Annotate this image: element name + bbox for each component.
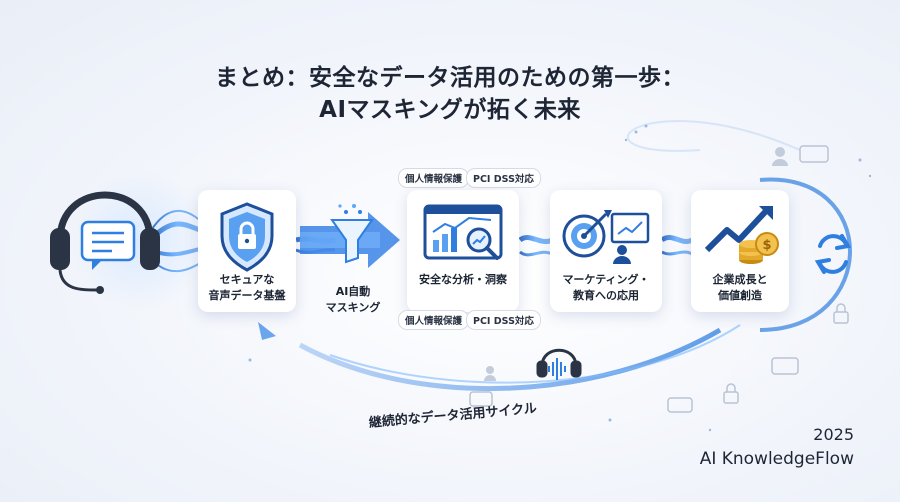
decor-dots [248,124,872,432]
headset-icon [50,191,160,294]
refresh-icon [814,234,852,274]
step-label-line: マーケティング・ [562,273,650,286]
step-label-line: 企業成長と [712,273,768,286]
page-title-line1: まとめ：安全なデータ活用のための第一歩： [215,65,685,91]
step-label: 安全な分析・洞察 [407,272,519,288]
step-card-growth: $ 企業成長と 価値創造 [691,190,789,312]
decor-lock-icon [723,303,849,404]
step-label-line: セキュアな [219,273,275,286]
masking-label-line: AI自動 [335,285,371,298]
step-card-applications: マーケティング・ 教育への応用 [550,190,662,312]
step-card-secure-platform: セキュアな 音声データ基盤 [198,190,296,312]
masking-label-line: マスキング [325,301,381,314]
footer-year: 2025 [813,425,854,444]
step-card-analysis: 安全な分析・洞察 [407,190,519,312]
analytics-magnifier-icon [423,204,503,260]
step-label: セキュアな 音声データ基盤 [198,272,296,304]
step-label-line: 安全な分析・洞察 [419,273,507,286]
decor-user-icon [484,147,788,381]
masking-label: AI自動 マスキング [318,284,388,316]
funnel-icon [330,204,374,264]
footer-brand: AI KnowledgeFlow [699,449,854,469]
svg-text:$: $ [762,238,771,253]
step-label-line: 教育への応用 [573,289,639,302]
step-label: マーケティング・ 教育への応用 [550,272,662,304]
step-label-line: 音声データ基盤 [208,289,286,302]
growth-coins-icon: $ [704,206,779,264]
chat-bubble-icon [80,220,136,270]
target-presentation-icon [562,210,650,264]
step-label: 企業成長と 価値創造 [691,272,789,304]
tag-pci-bottom: PCI DSS対応 [466,310,541,330]
tag-privacy-bottom: 個人情報保護 [398,310,470,330]
step-label-line: 価値創造 [718,289,762,302]
cycle-loop [258,120,852,392]
shield-lock-icon [220,202,274,272]
decor-chat-icon [469,145,829,413]
tag-privacy-top: 個人情報保護 [398,168,470,188]
page-title-line2: AIマスキングが拓く未来 [319,97,581,123]
decor-headset-icon [536,348,582,380]
tag-pci-top: PCI DSS対応 [466,168,541,188]
